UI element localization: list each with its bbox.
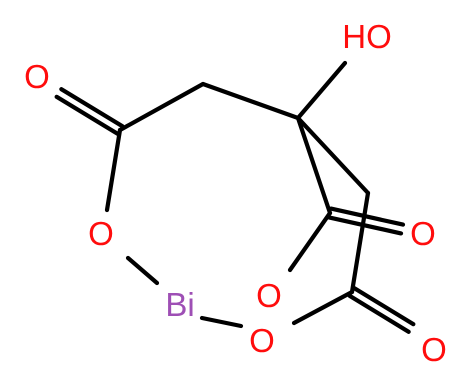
single-bond <box>200 81 301 121</box>
double-bond-line <box>326 215 404 236</box>
bonds-group <box>54 60 416 334</box>
single-bond <box>349 190 371 295</box>
oxygen-label: O <box>249 322 275 359</box>
single-bond <box>295 60 348 121</box>
double-bond-line <box>347 293 411 334</box>
oxygen-label: O <box>88 215 114 252</box>
single-bond <box>295 115 371 196</box>
double-bond-line <box>328 206 406 227</box>
single-bond <box>125 255 160 286</box>
double-bond-line <box>352 286 416 327</box>
single-bond <box>291 289 355 326</box>
double-bond-line <box>59 87 125 129</box>
oxygen-label: O <box>410 215 436 252</box>
bismuth-label: Bi <box>165 286 194 323</box>
single-bond <box>104 127 123 213</box>
oxygen-label: O <box>256 277 282 314</box>
single-bond <box>295 115 333 216</box>
single-bond <box>117 81 206 133</box>
atom-labels-group: HO O O O O O O Bi <box>24 18 447 368</box>
single-bond <box>287 210 333 273</box>
hydroxyl-label: HO <box>342 18 392 55</box>
double-bond-line <box>54 94 120 136</box>
single-bond <box>199 315 244 329</box>
oxygen-label: O <box>24 58 50 95</box>
oxygen-label: O <box>421 331 447 368</box>
